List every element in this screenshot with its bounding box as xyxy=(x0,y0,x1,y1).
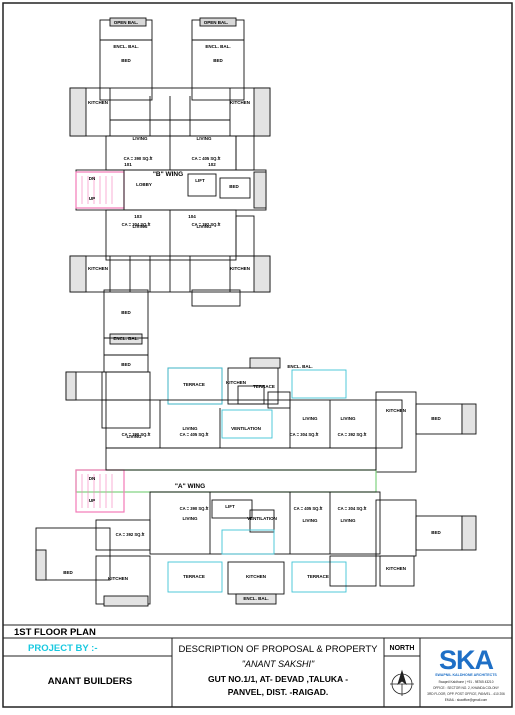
architect-line-4: EMAIL : skaoffice@gmail.com xyxy=(445,698,488,702)
svg-text:CA = 304 SQ.ft: CA = 304 SQ.ft xyxy=(122,222,151,227)
svg-text:ENCL. BAL.: ENCL. BAL. xyxy=(205,44,230,49)
svg-text:CA = 392 SQ.ft: CA = 392 SQ.ft xyxy=(116,532,145,537)
architect-firm: SWAPNIL KALDHONE ARCHITECTS xyxy=(435,673,497,677)
builder-name: ANANT BUILDERS xyxy=(48,676,132,687)
svg-text:BED: BED xyxy=(121,362,131,367)
svg-text:LIVING: LIVING xyxy=(340,518,356,523)
svg-text:KITCHEN: KITCHEN xyxy=(386,408,406,413)
svg-text:LIVING: LIVING xyxy=(132,136,148,141)
a-wing-staircase xyxy=(75,469,125,513)
svg-text:101: 101 xyxy=(124,162,132,167)
svg-text:LIVING: LIVING xyxy=(196,136,212,141)
a-wing-bottom-left xyxy=(167,561,223,593)
svg-text:TERRACE: TERRACE xyxy=(183,382,205,387)
carpet-area-labels: CA = 390 SQ.ft CA = 405 SQ.ft CA = 304 S… xyxy=(116,156,367,537)
address-line-2: PANVEL, DIST. -RAIGAD. xyxy=(228,687,328,697)
svg-text:LIFT: LIFT xyxy=(225,504,235,509)
a-wing-top-right xyxy=(291,369,347,399)
svg-text:LIFT: LIFT xyxy=(195,178,205,183)
svg-text:BED: BED xyxy=(431,530,441,535)
svg-text:CA = 392 SQ.ft: CA = 392 SQ.ft xyxy=(338,432,367,437)
svg-text:104: 104 xyxy=(188,214,196,219)
svg-text:CA = 390 SQ.ft: CA = 390 SQ.ft xyxy=(180,506,209,511)
svg-text:CA = 390 SQ.ft: CA = 390 SQ.ft xyxy=(122,432,151,437)
svg-text:VENTILATION: VENTILATION xyxy=(247,516,277,521)
svg-text:UP: UP xyxy=(89,196,95,201)
a-wing xyxy=(35,357,477,607)
a-wing-bottom-right xyxy=(291,561,347,593)
architect-logo: SKA SWAPNIL KALDHONE ARCHITECTS Swapnil … xyxy=(427,645,505,702)
description-heading: DESCRIPTION OF PROPOSAL & PROPERTY xyxy=(178,644,378,655)
title-block xyxy=(3,624,512,707)
svg-text:KITCHEN: KITCHEN xyxy=(226,380,246,385)
architect-line-2: OFFICE : SECTOR NO. 2, KHANDA COLONY xyxy=(433,686,500,690)
svg-text:LIVING: LIVING xyxy=(340,416,356,421)
flat-number-labels: 101 102 103 104 xyxy=(124,162,216,219)
plan-title: 1ST FLOOR PLAN xyxy=(14,627,96,638)
svg-text:102: 102 xyxy=(208,162,216,167)
room-label-layer: OPEN BAL. OPEN BAL. ENCL. BAL. ENCL. BAL… xyxy=(63,20,441,601)
svg-text:LIVING: LIVING xyxy=(182,516,198,521)
svg-text:LIVING: LIVING xyxy=(126,434,142,439)
svg-text:CA = 392 SQ.ft: CA = 392 SQ.ft xyxy=(192,222,221,227)
north-label: NORTH xyxy=(390,645,415,652)
svg-text:DN: DN xyxy=(89,476,96,481)
address-line-1: GUT NO.1/1, AT- DEVAD ,TALUKA - xyxy=(208,674,348,684)
svg-text:TERRACE: TERRACE xyxy=(183,574,205,579)
svg-text:KITCHEN: KITCHEN xyxy=(88,266,108,271)
svg-text:VENTILATION: VENTILATION xyxy=(231,426,261,431)
svg-text:DN: DN xyxy=(89,176,96,181)
svg-text:BED: BED xyxy=(213,58,223,63)
project-by-label: PROJECT BY :- xyxy=(28,643,98,654)
svg-text:CA = 304 SQ.ft: CA = 304 SQ.ft xyxy=(338,506,367,511)
svg-text:LOBBY: LOBBY xyxy=(136,182,152,187)
svg-text:BED: BED xyxy=(431,416,441,421)
logo-letters: SKA xyxy=(439,645,494,675)
svg-text:KITCHEN: KITCHEN xyxy=(230,266,250,271)
svg-text:CA = 390 SQ.ft: CA = 390 SQ.ft xyxy=(124,156,153,161)
svg-text:ENCL. BAL.: ENCL. BAL. xyxy=(113,336,138,341)
svg-text:BED: BED xyxy=(121,58,131,63)
svg-text:ENCL. BAL.: ENCL. BAL. xyxy=(113,44,138,49)
svg-text:LIVING: LIVING xyxy=(196,224,212,229)
svg-text:CA = 405 SQ.ft: CA = 405 SQ.ft xyxy=(294,506,323,511)
svg-text:KITCHEN: KITCHEN xyxy=(386,566,406,571)
architect-line-3: 3RD FLOOR, OPP. POST OFFICE, PANVEL - 41… xyxy=(427,692,505,696)
svg-text:CA = 405 SQ.ft: CA = 405 SQ.ft xyxy=(192,156,221,161)
svg-text:ENCL. BAL.: ENCL. BAL. xyxy=(287,364,312,369)
svg-text:103: 103 xyxy=(134,214,142,219)
svg-text:BED: BED xyxy=(229,184,239,189)
svg-text:LIVING: LIVING xyxy=(302,518,318,523)
wing-b-label: "B" WING xyxy=(153,171,183,178)
svg-text:OPEN BAL.: OPEN BAL. xyxy=(204,20,229,25)
architect-line-1: Swapnil Kaldhone | +91 - 98765 43210 xyxy=(439,680,494,684)
svg-text:KITCHEN: KITCHEN xyxy=(246,574,266,579)
svg-text:LIVING: LIVING xyxy=(302,416,318,421)
north-arrow-icon xyxy=(390,669,414,696)
svg-text:BED: BED xyxy=(121,310,131,315)
svg-text:CA = 304 SQ.ft: CA = 304 SQ.ft xyxy=(290,432,319,437)
svg-text:ENCL. BAL.: ENCL. BAL. xyxy=(243,596,268,601)
svg-text:OPEN BAL.: OPEN BAL. xyxy=(114,20,139,25)
svg-text:KITCHEN: KITCHEN xyxy=(230,100,250,105)
svg-text:TERRACE: TERRACE xyxy=(253,384,275,389)
wing-a-label: "A" WING xyxy=(175,483,205,490)
svg-text:BED: BED xyxy=(63,570,73,575)
project-name: "ANANT SAKSHI" xyxy=(242,659,315,669)
svg-text:LIVING: LIVING xyxy=(182,426,198,431)
svg-text:KITCHEN: KITCHEN xyxy=(108,576,128,581)
svg-text:KITCHEN: KITCHEN xyxy=(88,100,108,105)
svg-text:LIVING: LIVING xyxy=(132,224,148,229)
svg-text:TERRACE: TERRACE xyxy=(307,574,329,579)
svg-text:UP: UP xyxy=(89,498,95,503)
svg-text:CA = 405 SQ.ft: CA = 405 SQ.ft xyxy=(180,432,209,437)
b-wing xyxy=(69,17,271,345)
